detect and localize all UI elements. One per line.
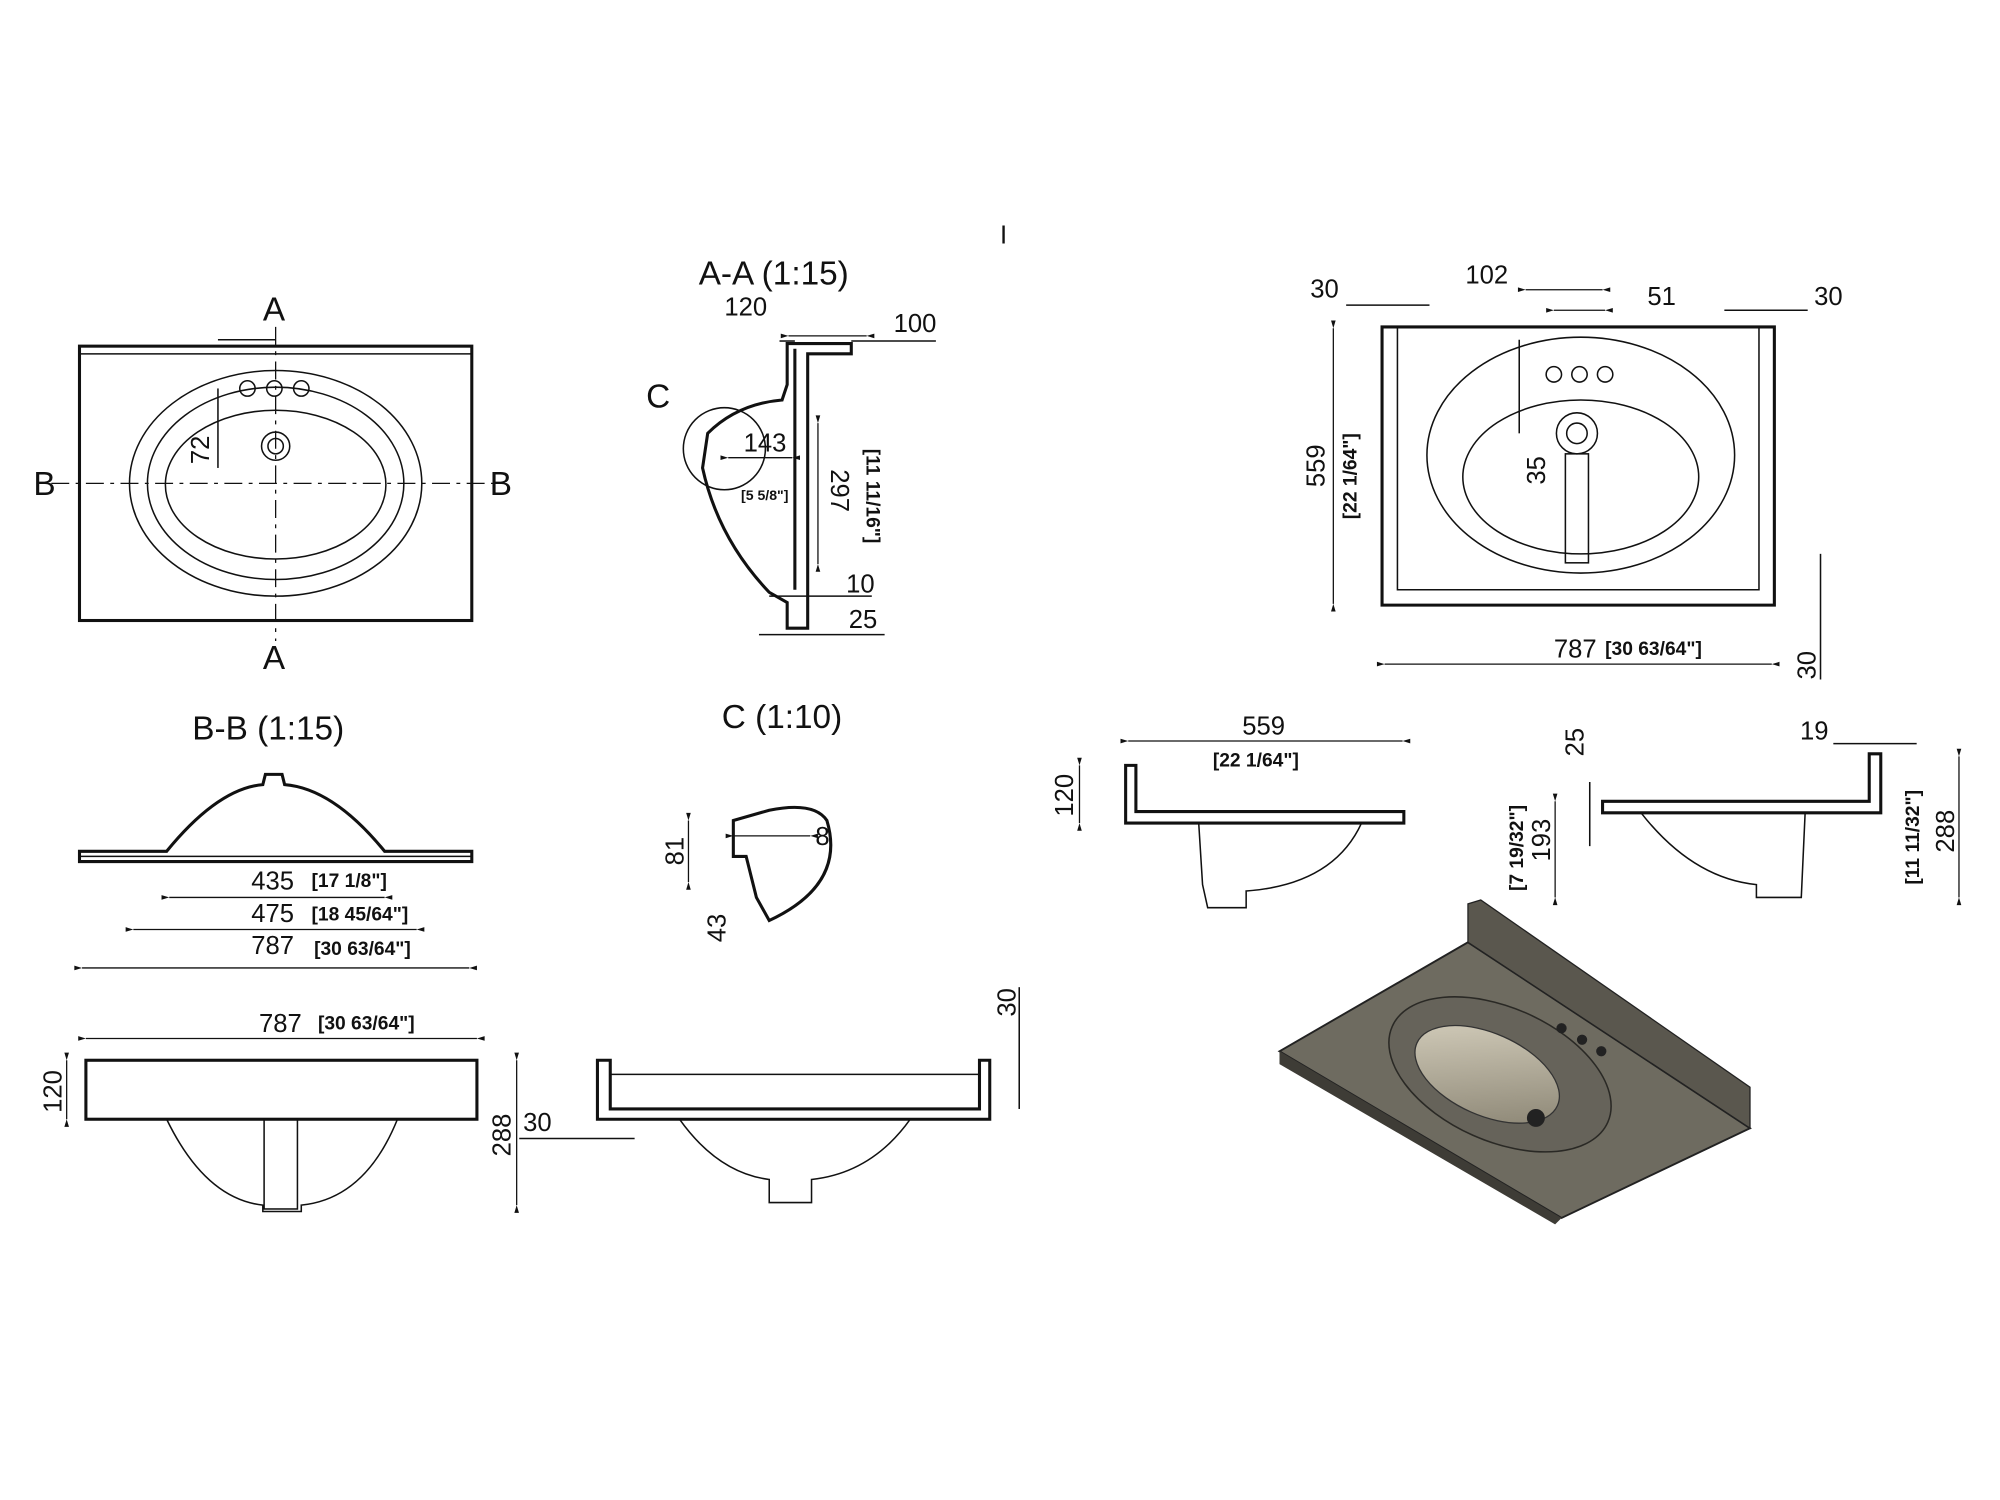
dim-30-left: 30	[1310, 275, 1339, 303]
dim-475: 475	[251, 900, 294, 928]
marker-text: I	[1000, 222, 1007, 250]
dim-559: 559	[1242, 713, 1285, 741]
dim-30: 30	[523, 1109, 552, 1137]
dim-559: 559	[1302, 444, 1330, 487]
dim-297: 297	[825, 469, 853, 512]
section-bb-view: B-B (1:15) 435 [17 1/8"] 475 [18 45/64"]…	[74, 711, 477, 971]
side-view-right: 25 19 193 [7 19/32"] 288 [11 11/32"]	[1507, 718, 1962, 906]
dim-25: 25	[1561, 728, 1589, 757]
dim-787-in: [30 63/64"]	[314, 939, 411, 960]
section-aa-view: A-A (1:15) C 120 100 143 [5 5/8"] 297 [1…	[646, 256, 937, 636]
dim-475-in: [18 45/64"]	[312, 905, 409, 926]
dim-787-in: [30 63/64"]	[1605, 639, 1702, 660]
dim-435: 435	[251, 868, 294, 896]
dim-559-in: [22 1/64"]	[1213, 751, 1299, 772]
dim-102: 102	[1465, 261, 1508, 289]
detail-c-label: C	[646, 379, 670, 416]
detail-c-title: C (1:10)	[722, 699, 842, 736]
dim-30-right: 30	[1814, 283, 1843, 311]
dim-30-bottom: 30	[1793, 651, 1821, 680]
dim-81: 81	[661, 837, 689, 866]
dim-25: 25	[849, 606, 878, 634]
dim-120: 120	[1051, 774, 1079, 817]
dim-288: 288	[1932, 810, 1960, 853]
dim-19: 19	[1800, 718, 1829, 746]
dim-hole-offset: 72	[187, 436, 215, 465]
section-a-top-label: A	[263, 292, 286, 329]
dim-8: 8	[815, 823, 829, 851]
dim-51: 51	[1647, 283, 1676, 311]
dim-143: 143	[744, 429, 787, 457]
detail-c-view: C (1:10) 81 8 43	[661, 699, 842, 942]
dim-100: 100	[894, 310, 937, 338]
dim-435-in: [17 1/8"]	[312, 871, 387, 892]
dim-559-in: [22 1/64"]	[1340, 433, 1361, 519]
front-view: 787 [30 63/64"] 120 288 30	[40, 1010, 635, 1213]
plan-view: A A B B 72	[33, 292, 512, 678]
dim-10: 10	[846, 570, 875, 598]
side-view-left: 559 [22 1/64"] 120	[1051, 713, 1411, 909]
dim-288-in: [11 11/32"]	[1903, 790, 1924, 885]
isometric-render	[1277, 899, 1752, 1225]
dim-193-in: [7 19/32"]	[1507, 805, 1528, 891]
dim-297-in: [11 11/16"]	[862, 449, 883, 544]
dim-193: 193	[1528, 819, 1556, 862]
dim-43: 43	[704, 914, 732, 943]
top-view-right: 30 102 51 30 559 [22 1/64"] 35 787 [30 6…	[1302, 261, 1842, 679]
dim-35: 35	[1523, 456, 1551, 485]
dim-120: 120	[724, 293, 767, 321]
dim-288: 288	[488, 1114, 516, 1157]
dim-120: 120	[40, 1070, 68, 1113]
dim-787: 787	[251, 932, 294, 960]
dim-787: 787	[1554, 636, 1597, 664]
section-aa-title: A-A (1:15)	[699, 256, 849, 293]
section-a-bottom-label: A	[263, 640, 286, 677]
section-b-left-label: B	[33, 466, 55, 503]
dim-787: 787	[259, 1010, 302, 1038]
dim-143-in: [5 5/8"]	[741, 487, 788, 503]
dim-30: 30	[993, 988, 1021, 1017]
rear-view: 30	[595, 987, 1021, 1204]
dim-787-in: [30 63/64"]	[318, 1013, 415, 1034]
section-bb-title: B-B (1:15)	[192, 711, 344, 748]
section-b-right-label: B	[490, 466, 512, 503]
